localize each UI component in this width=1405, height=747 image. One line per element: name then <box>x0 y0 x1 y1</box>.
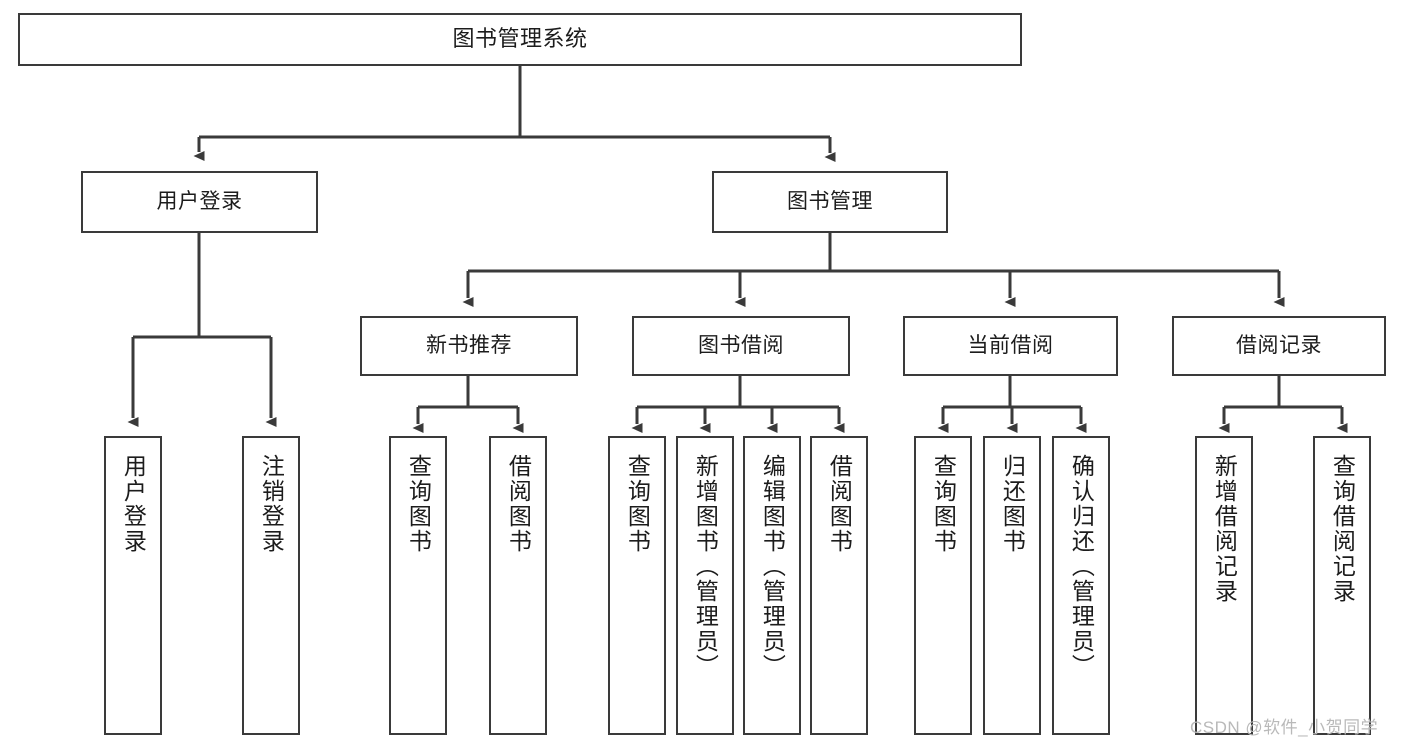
node-leaf-confirm-return[interactable]: 确认归还（管理员） <box>1052 436 1110 735</box>
node-new-book-rec-label: 新书推荐 <box>426 334 512 358</box>
node-borrow-record-label: 借阅记录 <box>1236 334 1322 358</box>
node-book-manage-label: 图书管理 <box>787 190 873 214</box>
node-leaf-borrow-book-label: 借阅图书 <box>826 454 853 554</box>
node-user-login-label: 用户登录 <box>156 190 243 214</box>
node-leaf-user-login-label: 用户登录 <box>120 454 147 554</box>
node-leaf-query-record-label: 查询借阅记录 <box>1329 454 1356 604</box>
node-leaf-query-book-rec[interactable]: 查询图书 <box>389 436 447 735</box>
node-leaf-query-book-current[interactable]: 查询图书 <box>914 436 972 735</box>
node-leaf-add-record-label: 新增借阅记录 <box>1211 454 1238 604</box>
node-new-book-rec[interactable]: 新书推荐 <box>360 316 578 376</box>
node-leaf-add-record[interactable]: 新增借阅记录 <box>1195 436 1253 735</box>
node-leaf-query-record[interactable]: 查询借阅记录 <box>1313 436 1371 735</box>
node-current-borrow-label: 当前借阅 <box>967 334 1054 358</box>
node-leaf-query-book-current-label: 查询图书 <box>930 454 957 554</box>
node-leaf-borrow-book-rec[interactable]: 借阅图书 <box>489 436 547 735</box>
node-leaf-borrow-book-rec-label: 借阅图书 <box>505 454 532 554</box>
node-borrow-record[interactable]: 借阅记录 <box>1172 316 1386 376</box>
node-current-borrow[interactable]: 当前借阅 <box>903 316 1118 376</box>
node-leaf-add-book-label: 新增图书（管理员） <box>692 454 719 679</box>
node-leaf-edit-book[interactable]: 编辑图书（管理员） <box>743 436 801 735</box>
node-leaf-logout-label: 注销登录 <box>258 454 285 554</box>
node-book-borrow[interactable]: 图书借阅 <box>632 316 850 376</box>
node-leaf-borrow-book[interactable]: 借阅图书 <box>810 436 868 735</box>
node-leaf-return-book-label: 归还图书 <box>999 454 1026 554</box>
node-root[interactable]: 图书管理系统 <box>18 13 1022 66</box>
node-leaf-query-book-borrow[interactable]: 查询图书 <box>608 436 666 735</box>
node-leaf-return-book[interactable]: 归还图书 <box>983 436 1041 735</box>
node-leaf-logout[interactable]: 注销登录 <box>242 436 300 735</box>
node-leaf-query-book-borrow-label: 查询图书 <box>624 454 651 554</box>
node-leaf-user-login[interactable]: 用户登录 <box>104 436 162 735</box>
node-book-manage[interactable]: 图书管理 <box>712 171 948 233</box>
node-leaf-confirm-return-label: 确认归还（管理员） <box>1068 454 1095 679</box>
node-book-borrow-label: 图书借阅 <box>698 334 784 358</box>
node-leaf-query-book-rec-label: 查询图书 <box>405 454 432 554</box>
node-user-login[interactable]: 用户登录 <box>81 171 318 233</box>
node-root-label: 图书管理系统 <box>452 26 588 52</box>
node-leaf-add-book[interactable]: 新增图书（管理员） <box>676 436 734 735</box>
node-leaf-edit-book-label: 编辑图书（管理员） <box>759 454 786 679</box>
